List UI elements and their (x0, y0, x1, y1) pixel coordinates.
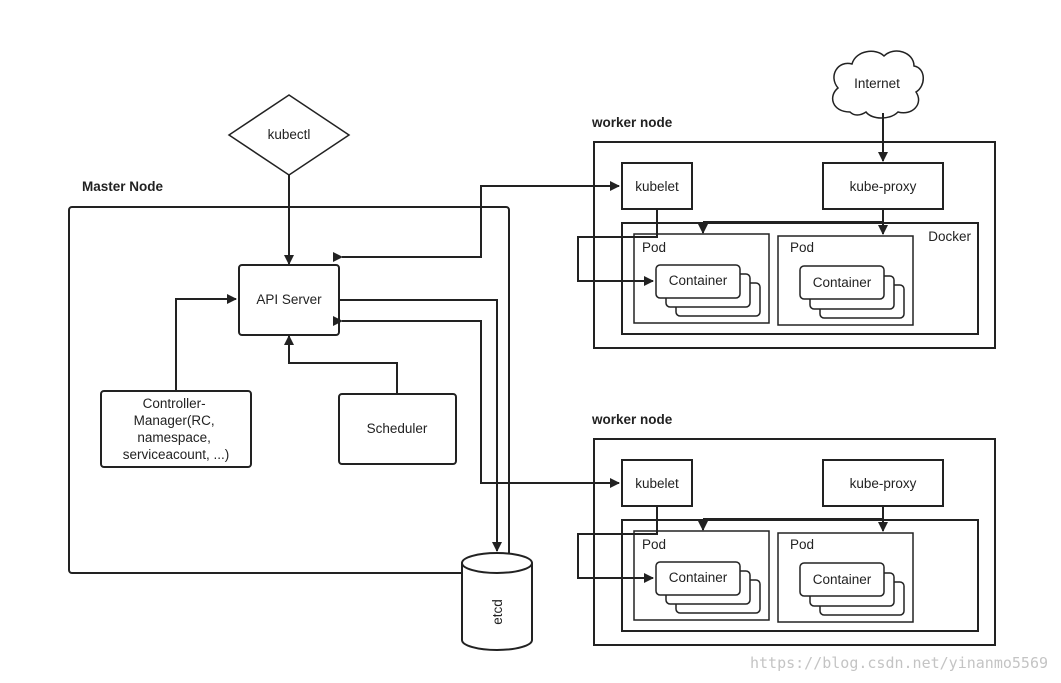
kubelet-2-label: kubelet (635, 476, 679, 491)
kube-proxy-2-label: kube-proxy (850, 476, 917, 491)
kubelet-1-label: kubelet (635, 179, 679, 194)
container-1-2-box (799, 265, 885, 300)
worker-node-2-title: worker node (591, 412, 673, 427)
api-server-label: API Server (256, 292, 322, 307)
kube-proxy-1-label: kube-proxy (850, 179, 917, 194)
controller-manager-line-2: Manager(RC, (134, 413, 215, 428)
controller-manager-line-3: namespace, (137, 430, 211, 445)
etcd-node: etcd (461, 552, 533, 651)
pod-1-1-label: Pod (642, 240, 666, 255)
etcd-cylinder (461, 563, 533, 651)
controller-manager-node: Controller- Manager(RC, namespace, servi… (100, 390, 252, 468)
internet-node: Internet (831, 50, 924, 119)
internet-cloud (831, 50, 924, 119)
worker-node-1: worker node kubelet kube-proxy Docker Po… (591, 115, 996, 349)
worker-node-1-title: worker node (591, 115, 673, 130)
watermark: https://blog.csdn.net/yinanmo5569 (750, 654, 1048, 672)
edge-api-to-kubelet-1 (333, 181, 620, 262)
kubectl-node: kubectl (227, 94, 351, 176)
container-1-1-box (655, 264, 741, 299)
docker-1-label: Docker (928, 229, 971, 244)
container-1-1-label: Container (669, 273, 728, 288)
worker-node-2: worker node kubelet kube-proxy Pod Conta… (591, 412, 996, 646)
controller-manager-line-4: serviceacount, ...) (123, 447, 230, 462)
kubectl-label: kubectl (268, 127, 311, 142)
scheduler-node: Scheduler (338, 393, 457, 465)
controller-manager-line-1: Controller- (143, 396, 206, 411)
etcd-cylinder-top (461, 552, 533, 574)
pod-2-2-label: Pod (790, 537, 814, 552)
container-2-2-box (799, 562, 885, 597)
controller-manager-label: Controller- Manager(RC, namespace, servi… (123, 396, 230, 462)
pod-2-1-label: Pod (642, 537, 666, 552)
scheduler-label: Scheduler (367, 421, 428, 436)
edge-kubelet-2-to-container (577, 506, 658, 583)
edge-api-to-kubelet-2 (333, 316, 620, 488)
api-server-node: API Server (238, 264, 340, 336)
container-1-2-label: Container (813, 275, 872, 290)
container-2-1-label: Container (669, 570, 728, 585)
container-2-2-label: Container (813, 572, 872, 587)
internet-label: Internet (854, 76, 900, 91)
master-node-title: Master Node (82, 179, 164, 194)
etcd-label: etcd (490, 599, 505, 625)
edge-controller-to-api (175, 294, 237, 391)
pod-1-2-label: Pod (790, 240, 814, 255)
kube-proxy-2-box (822, 459, 944, 507)
container-2-1-box (655, 561, 741, 596)
